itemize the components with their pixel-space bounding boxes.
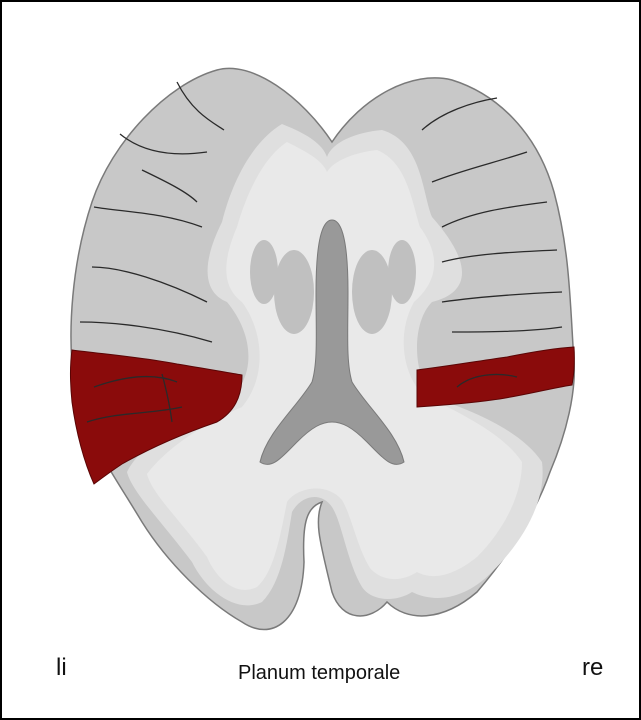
basal-ganglia-left-outer [250, 240, 278, 304]
right-hemisphere-label: re [582, 654, 603, 682]
figure-caption: Planum temporale [238, 662, 400, 685]
left-hemisphere-label: li [56, 654, 67, 682]
basal-ganglia-left [274, 250, 314, 334]
basal-ganglia-right-outer [388, 240, 416, 304]
basal-ganglia-right [352, 250, 392, 334]
